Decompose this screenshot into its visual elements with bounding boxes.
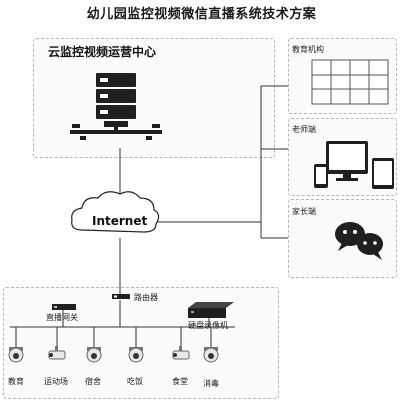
camera-dome-icon-1 bbox=[8, 347, 24, 363]
camera-label-3: 宿舍 bbox=[85, 377, 101, 386]
camera-label-1: 教育 bbox=[8, 377, 24, 386]
wechat-icon bbox=[335, 222, 383, 260]
nvr-icon bbox=[188, 302, 234, 318]
router-icon bbox=[112, 294, 130, 299]
internet-label: Internet bbox=[92, 214, 148, 228]
local-network-panel bbox=[3, 287, 279, 399]
router-label: 路由器 bbox=[134, 293, 158, 302]
camera-label-5: 食堂 bbox=[172, 377, 188, 386]
cloud-center-label: 云监控视频运营中心 bbox=[48, 45, 157, 59]
parent-panel-label: 家长端 bbox=[292, 207, 316, 216]
tablet-icon bbox=[372, 158, 394, 189]
internet-cloud-icon bbox=[71, 191, 160, 233]
camera-dome-icon-3 bbox=[86, 347, 102, 363]
desktop-monitor-icon bbox=[326, 141, 368, 181]
page-title: 幼儿园监控视频微信直播系统技术方案 bbox=[86, 7, 317, 22]
camera-dome-icon-4 bbox=[128, 347, 144, 363]
server-stack-icon bbox=[70, 73, 162, 140]
camera-label-6: 消毒 bbox=[203, 379, 219, 388]
camera-bullet-icon-2 bbox=[48, 346, 66, 360]
camera-label-2: 运动场 bbox=[44, 377, 68, 386]
live-gateway-label: 直播网关 bbox=[46, 313, 78, 322]
education-panel-label: 教育机构 bbox=[292, 45, 324, 54]
nvr-label: 硬盘录像机 bbox=[188, 321, 228, 330]
live-gateway-icon bbox=[52, 304, 76, 310]
video-wall-icon bbox=[311, 59, 389, 105]
camera-bullet-icon-5 bbox=[172, 346, 190, 360]
teacher-panel-label: 老师端 bbox=[292, 125, 316, 134]
camera-label-4: 吃饭 bbox=[127, 377, 143, 386]
camera-dome-icon-6 bbox=[203, 347, 219, 363]
phone-icon bbox=[314, 164, 328, 188]
cloud-center-panel bbox=[33, 38, 275, 158]
